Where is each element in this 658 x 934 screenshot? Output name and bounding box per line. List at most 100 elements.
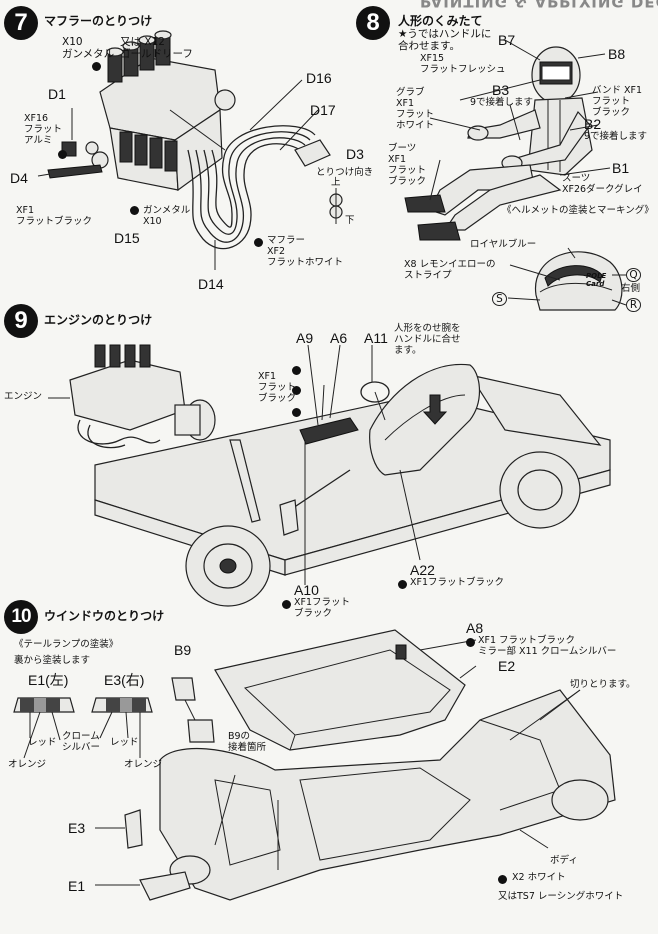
tail-lamp-e1 (13, 697, 75, 713)
label-b9-glue: B9の 接着箇所 (228, 731, 267, 753)
label-chrome-silver: クローム シルバー (62, 731, 101, 753)
part-d16: D16 (306, 70, 332, 86)
label-red-1: レッド (28, 737, 57, 748)
part-a11: A11 (364, 330, 388, 346)
driver-figure (404, 46, 593, 241)
label-engine: エンジン (4, 391, 43, 402)
step-10-number: 10 (4, 600, 38, 634)
part-b1: B1 (612, 160, 630, 176)
label-e1-left: E1(左) (28, 672, 69, 688)
part-d17: D17 (310, 102, 336, 118)
part-d15: D15 (114, 230, 140, 246)
label-body: ボディ (550, 855, 578, 866)
engine-block-7 (91, 30, 236, 192)
label-red-2: レッド (110, 737, 139, 748)
chassis (94, 363, 611, 607)
part-e2: E2 (498, 658, 516, 674)
label-or-x12: 又は X12 ゴールドリーフ (120, 36, 193, 61)
label-x10-gunmetal: X10 ガンメタル (62, 36, 115, 61)
part-d14: D14 (198, 276, 224, 292)
label-glue-9a: 9で接着します (470, 97, 534, 108)
step-10-title: ウインドウのとりつけ (44, 609, 165, 623)
part-a8: A8 (466, 620, 484, 636)
part-d1: D1 (48, 86, 66, 102)
part-d4: D4 (10, 170, 28, 186)
paint-dot-icon (292, 366, 301, 375)
part-b7: B7 (498, 32, 516, 48)
helmet-detail (535, 251, 623, 311)
label-orange-1: オレンジ (8, 759, 47, 770)
label-x8-stripe: X8 レモンイエローの ストライプ (404, 259, 496, 281)
tail-lamp-title: 《テールランプの塗装》 (14, 639, 119, 650)
label-down: 下 (345, 215, 355, 226)
label-boots: ブーツ XF1 フラット ブラック (388, 143, 427, 187)
paint-dot-icon (254, 238, 263, 247)
label-xf15: XF15 フラットフレッシュ (420, 53, 506, 75)
label-doll-note: 人形をのせ腕を ハンドルに合せ ます。 (394, 323, 461, 356)
label-xf16: XF16 フラット アルミ (24, 113, 63, 146)
car-body (159, 689, 616, 901)
label-band: バンド XF1 フラット ブラック (592, 85, 643, 118)
part-a22: A22 (410, 562, 435, 578)
label-orange-2: オレンジ (124, 759, 163, 770)
paint-dot-icon (282, 600, 291, 609)
step-8-number: 8 (356, 6, 390, 40)
label-a8-paint: XF1 フラットブラック ミラー部 X11 クロームシルバー (478, 635, 617, 657)
part-b2: B2 (584, 116, 602, 132)
step-9-title: エンジンのとりつけ (44, 313, 153, 327)
helmet-caption: 《ヘルメットの塗装とマーキング》 (502, 205, 654, 216)
label-e3-right: E3(右) (104, 672, 145, 688)
label-up: 上 (331, 177, 341, 188)
label-a22-paint: XF1フラットブラック (410, 577, 505, 588)
tail-lamp-e3 (91, 697, 153, 713)
paint-dot-icon (58, 150, 67, 159)
engine-block-9 (69, 344, 216, 449)
paint-dot-icon (498, 875, 507, 884)
paint-dot-icon (398, 580, 407, 589)
exhaust-pipes (187, 125, 316, 250)
label-right-side: 右側 (621, 283, 641, 294)
label-a10-paint: XF1フラット ブラック (294, 597, 351, 619)
marker-q: Q (626, 268, 641, 283)
part-a10: A10 (294, 582, 319, 598)
marker-r: R (626, 298, 641, 313)
paint-dot-icon (92, 62, 101, 71)
label-glove: グラブ XF1 フラット ホワイト (396, 87, 435, 131)
part-a9: A9 (296, 330, 314, 346)
label-cut: 切りとります。 (570, 679, 636, 690)
step-9-number: 9 (4, 304, 38, 338)
part-b3: B3 (492, 82, 510, 98)
step-7-title: マフラーのとりつけ (44, 14, 153, 28)
part-e3: E3 (68, 820, 86, 836)
label-xf1-flat-black-9: XF1 フラット ブラック (258, 371, 297, 404)
step-7-number: 7 (4, 6, 38, 40)
label-glue-9b: 9で接着します (584, 131, 648, 142)
windshield-e2 (214, 629, 466, 751)
label-arm-note: ★うではハンドルに 合わせます。 (398, 28, 492, 53)
label-suit: スーツ XF26ダークグレイ (562, 173, 643, 195)
paint-dot-icon (292, 386, 301, 395)
step-8-title: 人形のくみたて (398, 14, 483, 28)
label-direction: とりつけ向き (316, 167, 374, 178)
helmet-logo: POLE Card (586, 272, 607, 289)
part-b9: B9 (174, 642, 192, 658)
marker-s: S (492, 292, 507, 307)
paint-dot-icon (292, 408, 301, 417)
part-d3: D3 (346, 146, 364, 162)
part-e1: E1 (68, 878, 86, 894)
label-muffler: マフラー XF2 フラットホワイト (267, 235, 344, 268)
tail-lamp-subtitle: 裏から塗装します (14, 655, 91, 666)
label-body-paint: X2 ホワイト (512, 872, 566, 883)
label-body-alt: 又はTS7 レーシングホワイト (498, 891, 624, 902)
label-royal-blue: ロイヤルブルー (470, 239, 537, 250)
paint-dot-icon (466, 638, 475, 647)
label-xf1-flat-black: XF1 フラットブラック (16, 205, 93, 227)
part-b8: B8 (608, 46, 626, 62)
part-a6: A6 (330, 330, 348, 346)
label-gunmetal-x10: ガンメタル X10 (143, 205, 191, 227)
